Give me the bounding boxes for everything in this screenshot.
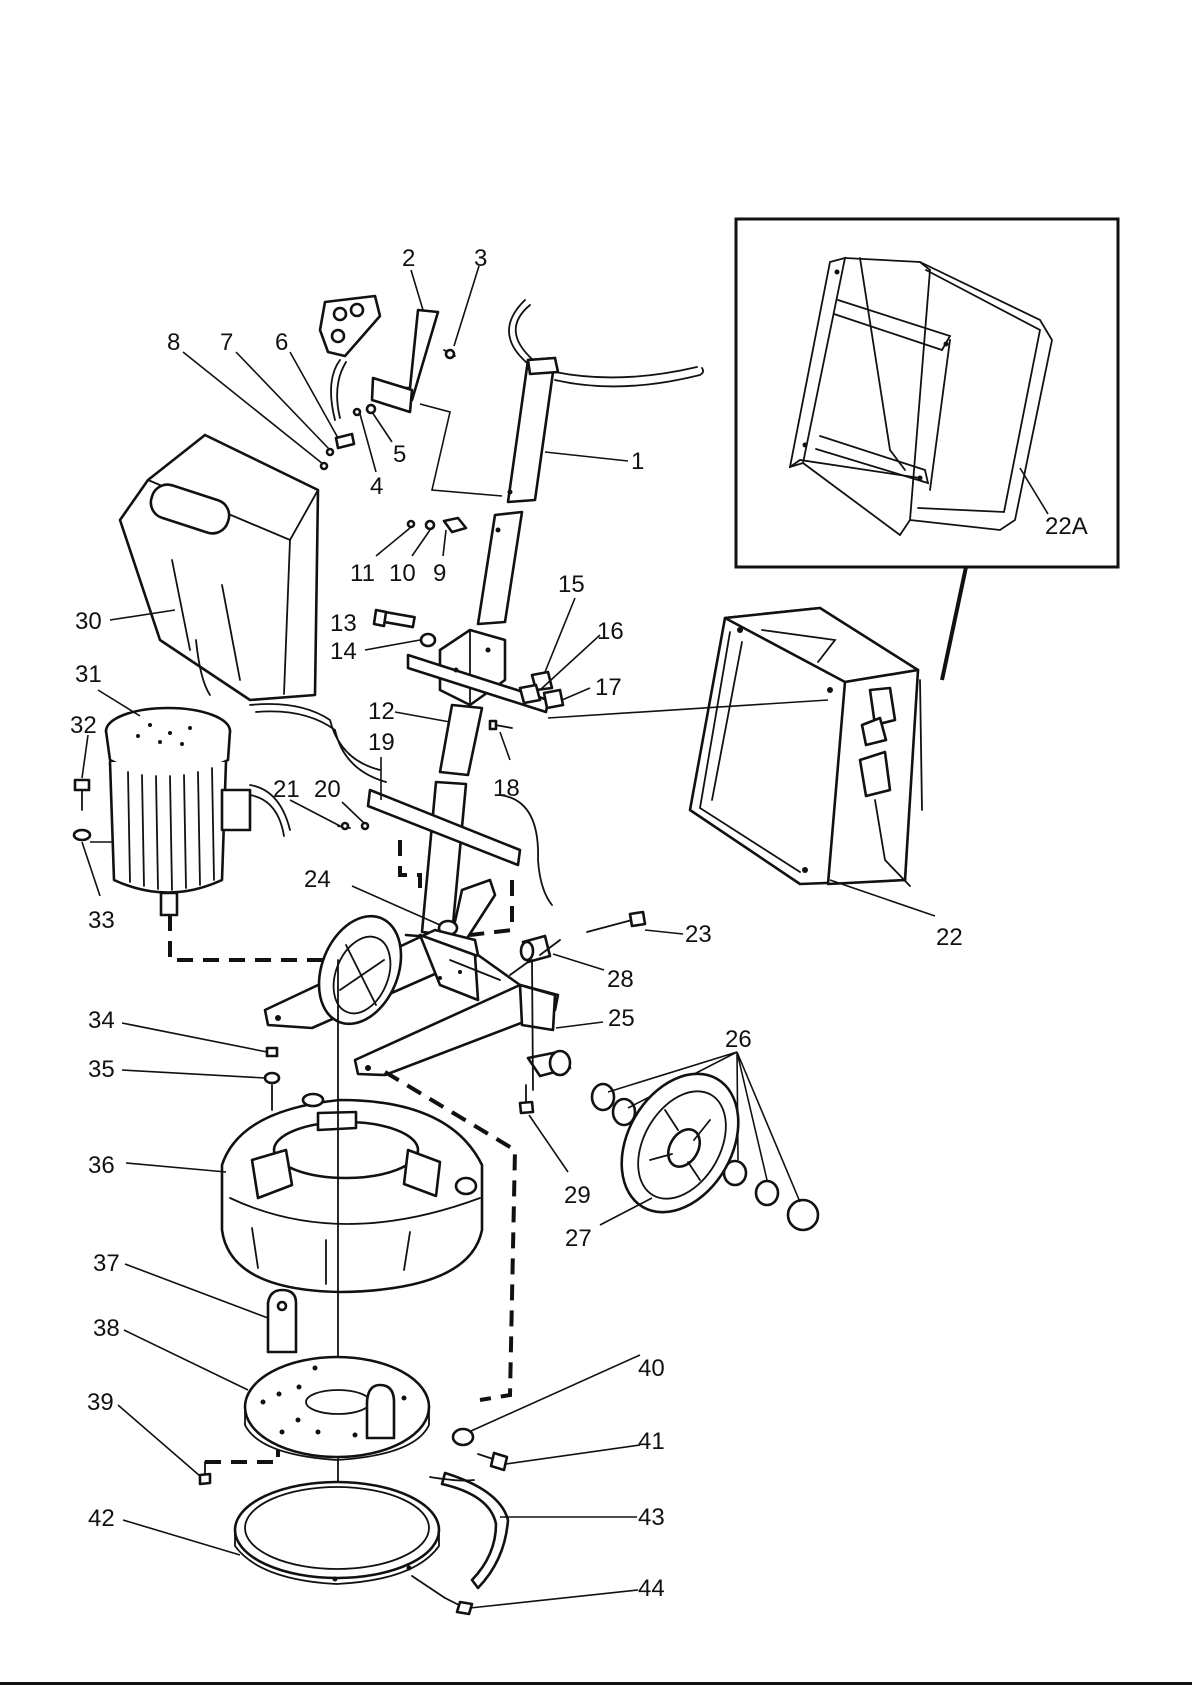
callout-26: 26: [725, 1026, 752, 1053]
callout-9: 9: [433, 560, 446, 587]
callout-20: 20: [314, 776, 341, 803]
washer-14: [421, 634, 435, 646]
frame-22: [690, 608, 922, 886]
callout-28: 28: [607, 966, 634, 993]
callout-12: 12: [368, 698, 395, 725]
callout-6: 6: [275, 329, 288, 356]
screw-34: [267, 1048, 277, 1056]
callout-43: 43: [638, 1504, 665, 1531]
callout-36: 36: [88, 1152, 115, 1179]
motor-31: [106, 708, 290, 915]
washer-33: [74, 830, 90, 840]
washer-40: [453, 1429, 473, 1445]
callout-10: 10: [389, 560, 416, 587]
ring-42: [235, 1482, 439, 1584]
callout-35: 35: [88, 1056, 115, 1083]
axle-stub: [528, 1051, 570, 1076]
callout-17: 17: [595, 674, 622, 701]
callout-27: 27: [565, 1225, 592, 1252]
callout-23: 23: [685, 921, 712, 948]
callout-2: 2: [402, 245, 415, 272]
strip-43: [442, 1473, 508, 1588]
handle-1: [478, 300, 703, 624]
hood-30: [120, 435, 318, 700]
callout-25: 25: [608, 1005, 635, 1032]
callout-22a: 22A: [1045, 513, 1088, 540]
callout-4: 4: [370, 473, 383, 500]
bracket-2: [372, 310, 438, 412]
callout-22: 22: [936, 924, 963, 951]
callout-11: 11: [350, 560, 375, 587]
callout-24: 24: [304, 866, 331, 893]
callout-39: 39: [87, 1389, 114, 1416]
callout-37: 37: [93, 1250, 120, 1277]
callout-41: 41: [638, 1428, 665, 1455]
callout-19: 19: [368, 729, 395, 756]
callout-31: 31: [75, 661, 102, 688]
parts-9-11: [408, 518, 466, 532]
bolt-23: [587, 912, 645, 932]
plate-38: [245, 1357, 429, 1460]
callout-38: 38: [93, 1315, 120, 1342]
lower-column: [368, 782, 552, 940]
callout-13: 13: [330, 610, 357, 637]
callout-33: 33: [88, 907, 115, 934]
callout-18: 18: [493, 775, 520, 802]
fasteners-20-21: [338, 823, 368, 829]
screw-29: [520, 1085, 533, 1113]
screw-44: [445, 1598, 472, 1614]
callout-8: 8: [167, 329, 180, 356]
callout-5: 5: [393, 441, 406, 468]
callout-7: 7: [220, 329, 233, 356]
callout-29: 29: [564, 1182, 591, 1209]
bolt-41: [478, 1453, 507, 1470]
valve-28: [510, 936, 560, 975]
callout-30: 30: [75, 608, 102, 635]
callout-32: 32: [70, 712, 97, 739]
callout-34: 34: [88, 1007, 115, 1034]
screw-18: [490, 721, 512, 729]
callout-40: 40: [638, 1355, 665, 1382]
chassis-25: [265, 930, 558, 1075]
bolt-32: [75, 780, 89, 810]
callout-42: 42: [88, 1505, 115, 1532]
callout-3: 3: [474, 245, 487, 272]
callout-44: 44: [638, 1575, 665, 1602]
callout-16: 16: [597, 618, 624, 645]
callout-15: 15: [558, 571, 585, 598]
callout-1: 1: [631, 448, 644, 475]
inset-connector-line: [942, 567, 966, 680]
switch-box: [320, 296, 380, 420]
bolt-13: [374, 610, 415, 627]
screw-39: [200, 1462, 210, 1484]
housing-36: [222, 1094, 482, 1292]
screw-3: [444, 350, 455, 358]
washer-35: [265, 1073, 279, 1083]
bracket-37: [268, 1290, 296, 1352]
callout-21: 21: [273, 776, 300, 803]
callout-14: 14: [330, 638, 357, 665]
